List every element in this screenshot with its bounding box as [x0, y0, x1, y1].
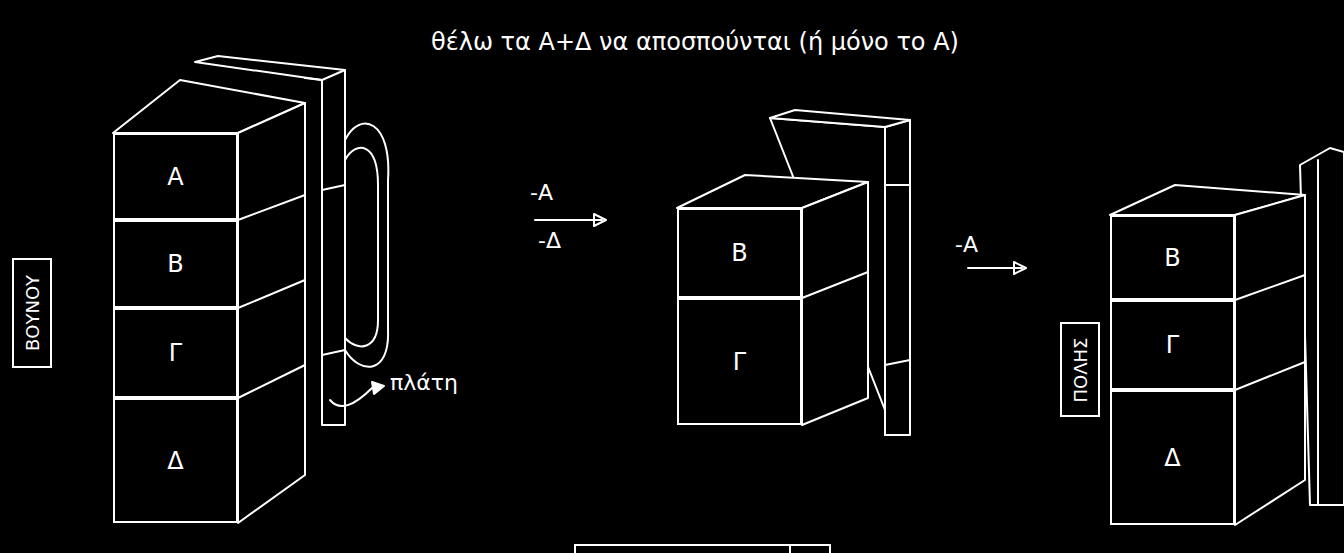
note-title: θέλω τα Α+Δ να αποσπούνται (ή μόνο το Α) [431, 28, 959, 56]
module-face: Γ [1110, 300, 1235, 390]
removal-label: -Α [530, 180, 553, 205]
module-letter: Δ [1164, 444, 1180, 472]
removal-label: -Α [955, 232, 978, 257]
module-face: Γ [677, 298, 802, 425]
module-letter: Β [1164, 244, 1180, 272]
module-letter: Γ [169, 339, 182, 367]
side-label-box: ΠΟΛΗΣ [1060, 322, 1100, 417]
module-letter: Β [167, 250, 183, 278]
module-face: Β [677, 208, 802, 298]
module-letter: Δ [167, 447, 183, 475]
module-face: Δ [1110, 390, 1235, 525]
side-label-box: ΒΟΥΝΟΥ [12, 258, 52, 368]
module-face: Β [113, 220, 238, 308]
module-letter: Γ [1166, 331, 1179, 359]
module-face: Γ [113, 308, 238, 398]
vertical-label: ΠΟΛΗΣ [1070, 337, 1091, 402]
module-face: Α [113, 133, 238, 220]
module-letter: Γ [733, 348, 746, 376]
module-face: Β [1110, 215, 1235, 300]
module-face: Δ [113, 398, 238, 523]
vertical-label: ΒΟΥΝΟΥ [22, 275, 43, 351]
module-letter: Β [731, 239, 747, 267]
part-label: πλάτη [390, 370, 458, 395]
removal-label: -Δ [538, 228, 561, 253]
module-letter: Α [167, 163, 183, 191]
